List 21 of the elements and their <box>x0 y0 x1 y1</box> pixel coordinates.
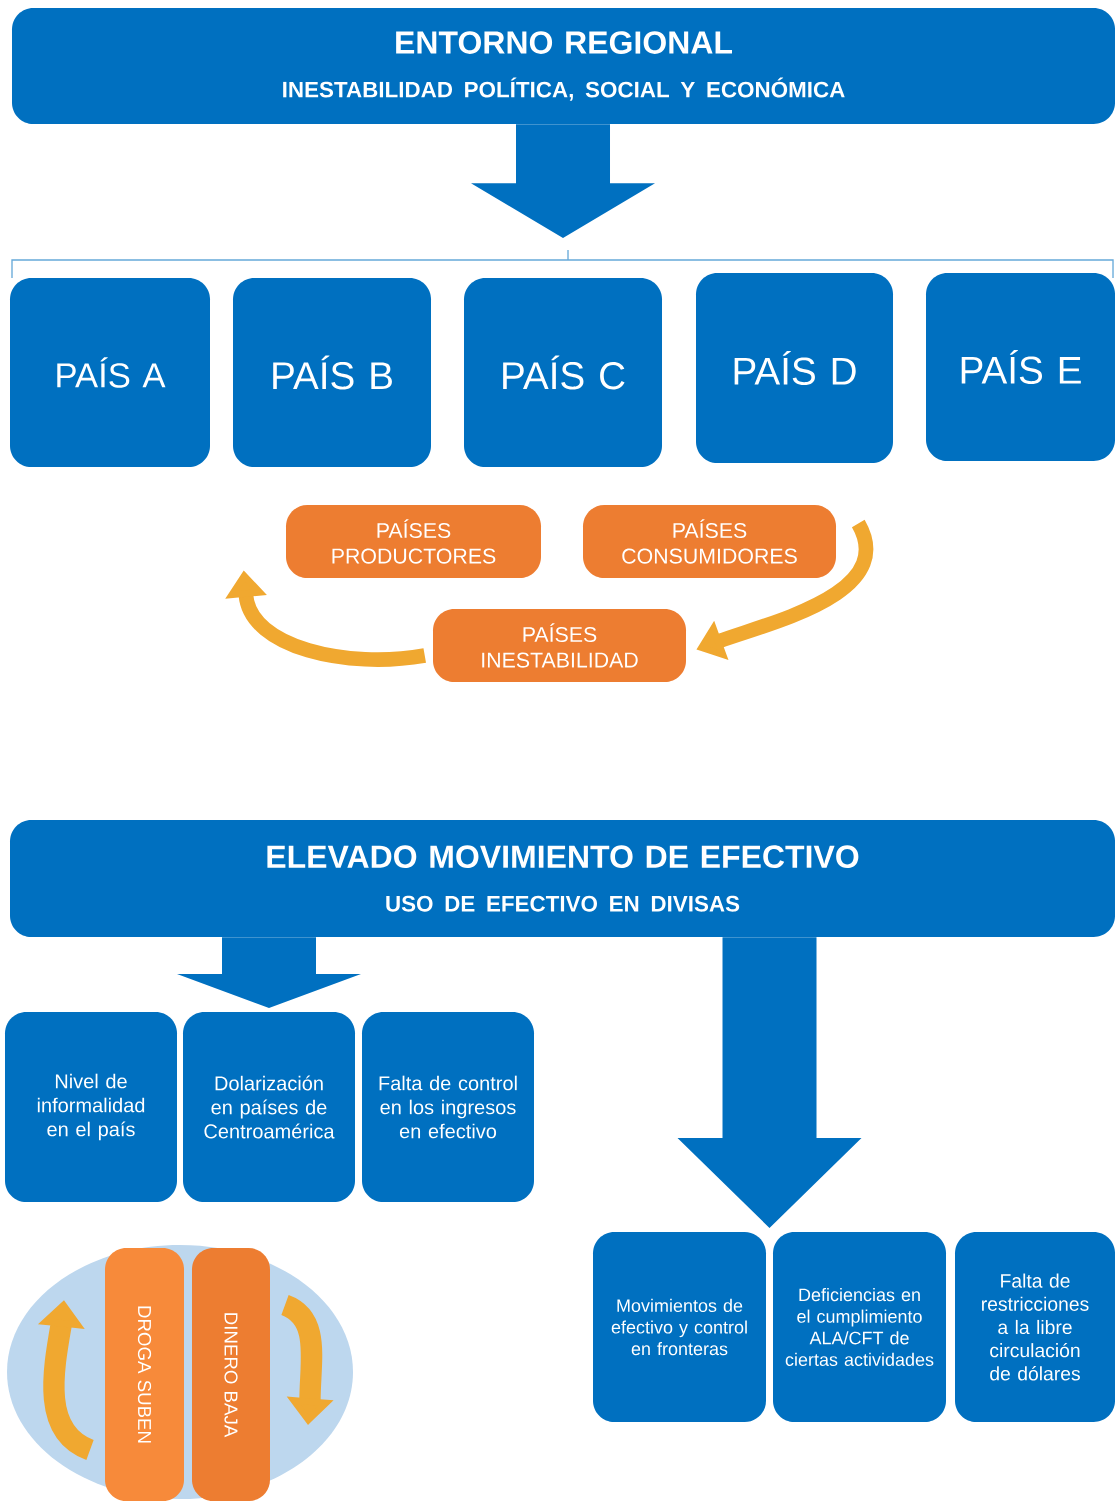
cause-box: Deficiencias en el cumplimiento ALA/CFT de ciertas actividades <box>773 1232 946 1422</box>
cause-box: Movimientos de efectivo y control en fronteras <box>593 1232 766 1422</box>
cause-box: Falta de control en los ingresos en efectivo <box>362 1012 534 1202</box>
cause-box: Falta de restricciones a la libre circulación de dólares <box>955 1232 1115 1422</box>
category-box: PAÍSES CONSUMIDORES <box>583 505 836 578</box>
block-arrow <box>177 937 361 1008</box>
country-box: PAÍS E <box>926 273 1115 461</box>
cause-box: Nivel de informalidad en el país <box>5 1012 177 1202</box>
category-box: PAÍSES INESTABILIDAD <box>433 609 686 682</box>
vertical-bar: DINERO BAJA <box>192 1248 270 1501</box>
cause-box: Dolarización en países de Centroamérica <box>183 1012 355 1202</box>
category-box: PAÍSES PRODUCTORES <box>286 505 541 578</box>
country-box: PAÍS C <box>464 278 662 467</box>
header-banner: ELEVADO MOVIMIENTO DE EFECTIVO USO DE EFECTIVO EN DIVISAS <box>10 820 1115 937</box>
block-arrow <box>677 937 862 1228</box>
country-box: PAÍS D <box>696 273 893 463</box>
block-arrow <box>471 124 655 238</box>
vertical-bar: DROGA SUBEN <box>105 1248 184 1501</box>
header-banner: ENTORNO REGIONAL INESTABILIDAD POLÍTICA, SOCIAL Y ECONÓMICA <box>12 8 1115 124</box>
country-box: PAÍS A <box>10 278 210 467</box>
country-box: PAÍS B <box>233 278 431 467</box>
